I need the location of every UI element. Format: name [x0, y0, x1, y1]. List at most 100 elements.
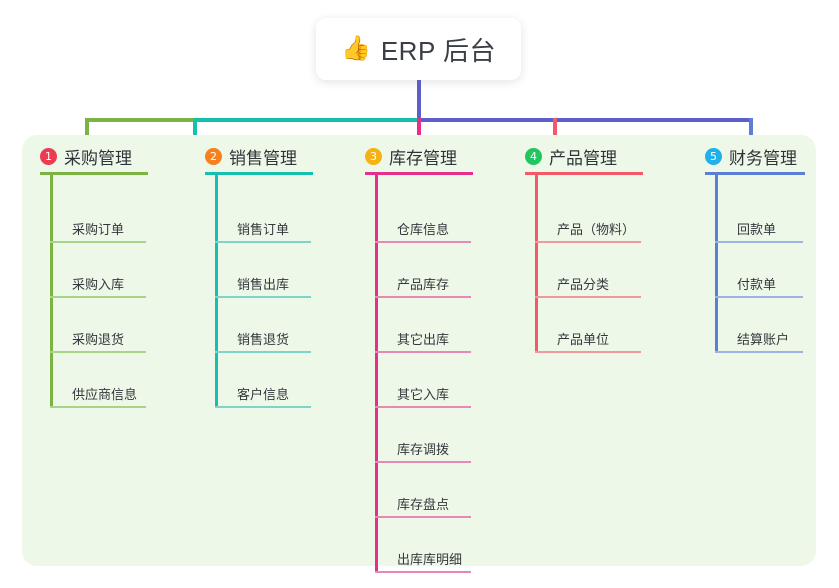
branch-header-bar — [40, 172, 148, 175]
segment-2 — [193, 118, 417, 122]
branch-header-bar — [705, 172, 805, 175]
branch-title: 产品管理 — [549, 149, 617, 168]
branch-leaf-label: 销售订单 — [237, 222, 290, 237]
branch-header-bar — [205, 172, 313, 175]
branch-leaf-label: 回款单 — [737, 222, 777, 237]
branch-leaf-label: 采购入库 — [72, 277, 125, 292]
branch-leaf-label: 销售出库 — [237, 277, 290, 292]
branch-leaf-label: 库存盘点 — [397, 497, 450, 512]
branch-leaf-underline — [535, 351, 641, 353]
branch-header-5[interactable]: 5 财务管理 — [705, 144, 797, 169]
branch-spine — [215, 172, 218, 408]
branch-number-badge: 2 — [205, 148, 222, 165]
thumbs-up-icon: 👍 — [340, 35, 371, 62]
branch-leaf-label: 库存调拨 — [397, 442, 450, 457]
branch-leaf-underline — [535, 296, 641, 298]
branch-leaf-underline — [375, 241, 471, 243]
branch-leaf[interactable]: 出库库明细 — [375, 533, 471, 573]
branch-spine — [535, 172, 538, 353]
branch-leaf-label: 仓库信息 — [397, 222, 450, 237]
stub-col-5 — [749, 118, 753, 144]
branch-leaf-underline — [215, 351, 311, 353]
branch-leaf-label: 产品库存 — [397, 277, 450, 292]
branch-leaf[interactable]: 产品分类 — [535, 258, 641, 298]
branch-leaf-label: 付款单 — [737, 277, 777, 292]
branch-leaf-label: 采购退货 — [72, 332, 125, 347]
branch-leaf[interactable]: 库存盘点 — [375, 478, 471, 518]
branch-leaf-label: 销售退货 — [237, 332, 290, 347]
branch-header-bar — [365, 172, 473, 175]
branch-leaf[interactable]: 回款单 — [715, 203, 803, 243]
branch-title: 库存管理 — [389, 149, 457, 168]
branch-leaf[interactable]: 付款单 — [715, 258, 803, 298]
branch-leaf-underline — [215, 406, 311, 408]
branch-leaf-underline — [375, 571, 471, 573]
branch-header-2[interactable]: 2 销售管理 — [205, 144, 297, 169]
branch-leaf[interactable]: 其它出库 — [375, 313, 471, 353]
branch-spine — [375, 172, 378, 573]
branch-header-1[interactable]: 1 采购管理 — [40, 144, 132, 169]
branch-leaf-underline — [375, 406, 471, 408]
branch-leaf[interactable]: 采购退货 — [50, 313, 146, 353]
branch-leaf[interactable]: 销售出库 — [215, 258, 311, 298]
branch-leaf-underline — [50, 241, 146, 243]
branch-leaf[interactable]: 客户信息 — [215, 368, 311, 408]
branch-leaf-underline — [215, 296, 311, 298]
branch-number-badge: 4 — [525, 148, 542, 165]
branch-title: 销售管理 — [229, 149, 297, 168]
branch-leaf[interactable]: 采购入库 — [50, 258, 146, 298]
branch-leaf-label: 产品单位 — [557, 332, 610, 347]
branch-leaf-label: 供应商信息 — [72, 387, 138, 402]
branch-leaf-label: 产品分类 — [557, 277, 610, 292]
branch-leaf[interactable]: 采购订单 — [50, 203, 146, 243]
stub-col-1 — [85, 118, 89, 144]
branch-leaf-underline — [715, 351, 803, 353]
branches-panel: 1 采购管理采购订单采购入库采购退货供应商信息 2 销售管理销售订单销售出库销售退货客… — [22, 135, 816, 573]
branch-leaf-label: 其它入库 — [397, 387, 450, 402]
branch-leaf[interactable]: 销售退货 — [215, 313, 311, 353]
branch-leaf-underline — [375, 351, 471, 353]
branch-leaf[interactable]: 销售订单 — [215, 203, 311, 243]
segment-1 — [85, 118, 193, 122]
branch-leaf-label: 出库库明细 — [397, 552, 463, 567]
branch-number-badge: 5 — [705, 148, 722, 165]
branch-leaf-underline — [50, 351, 146, 353]
root-connector-vertical — [417, 80, 421, 121]
root-node[interactable]: 👍 ERP 后台 — [316, 18, 521, 80]
branch-leaf-underline — [375, 296, 471, 298]
branch-number-badge: 1 — [40, 148, 57, 165]
branch-title: 采购管理 — [64, 149, 132, 168]
segment-3 — [417, 118, 752, 122]
branch-leaf-label: 采购订单 — [72, 222, 125, 237]
branch-title: 财务管理 — [729, 149, 797, 168]
stub-col-2 — [193, 118, 197, 144]
branch-leaf-label: 客户信息 — [237, 387, 290, 402]
branch-header-4[interactable]: 4 产品管理 — [525, 144, 617, 169]
branch-leaf-underline — [215, 241, 311, 243]
branch-leaf[interactable]: 供应商信息 — [50, 368, 146, 408]
branch-spine — [50, 172, 53, 408]
branch-leaf-underline — [375, 516, 471, 518]
branch-leaf-underline — [535, 241, 641, 243]
branch-leaf-underline — [375, 461, 471, 463]
branch-leaf-label: 产品（物料） — [557, 222, 636, 237]
branch-leaf-underline — [715, 241, 803, 243]
branch-leaf[interactable]: 产品（物料） — [535, 203, 641, 243]
stub-col-4 — [553, 118, 557, 144]
branch-leaf[interactable]: 产品库存 — [375, 258, 471, 298]
branch-leaf-underline — [715, 296, 803, 298]
branch-leaf[interactable]: 库存调拨 — [375, 423, 471, 463]
branch-leaf-label: 结算账户 — [737, 332, 790, 347]
stub-col-3 — [417, 118, 421, 144]
root-title: ERP 后台 — [380, 35, 497, 66]
branch-header-bar — [525, 172, 643, 175]
branch-leaf-underline — [50, 296, 146, 298]
branch-leaf[interactable]: 其它入库 — [375, 368, 471, 408]
branch-spine — [715, 172, 718, 353]
branch-leaf[interactable]: 结算账户 — [715, 313, 803, 353]
branch-leaf[interactable]: 仓库信息 — [375, 203, 471, 243]
branch-leaf-underline — [50, 406, 146, 408]
branch-leaf[interactable]: 产品单位 — [535, 313, 641, 353]
